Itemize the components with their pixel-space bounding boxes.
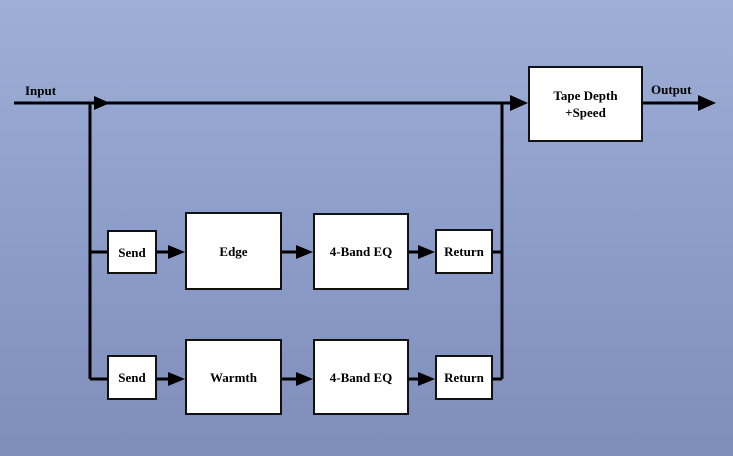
output-arrowhead xyxy=(698,95,716,111)
output-label: Output xyxy=(651,82,692,97)
input-arrowhead xyxy=(94,96,110,110)
send-block-2: Send xyxy=(107,355,157,400)
arrowhead-to-warmth xyxy=(168,372,185,386)
eq-block-1: 4-Band EQ xyxy=(313,213,409,290)
arrowhead-to-eq1 xyxy=(296,245,313,259)
warmth-block: Warmth xyxy=(185,339,282,415)
tape-input-arrowhead xyxy=(510,95,528,111)
return-block-2: Return xyxy=(435,355,493,400)
arrowhead-to-return1 xyxy=(418,245,435,259)
tape-depth-speed-block: Tape Depth +Speed xyxy=(528,66,643,142)
arrowhead-to-eq2 xyxy=(296,372,313,386)
eq-block-2: 4-Band EQ xyxy=(313,339,409,415)
input-label: Input xyxy=(25,83,57,98)
return-block-1: Return xyxy=(435,229,493,274)
arrowhead-to-edge xyxy=(168,245,185,259)
arrowhead-to-return2 xyxy=(418,372,435,386)
send-block-1: Send xyxy=(107,230,157,274)
edge-block: Edge xyxy=(185,212,282,290)
